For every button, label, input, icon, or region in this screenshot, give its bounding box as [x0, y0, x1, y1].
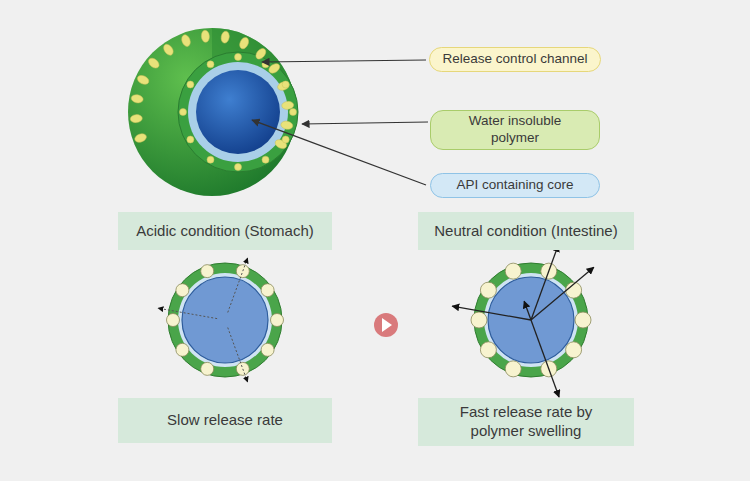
leader-line — [262, 60, 426, 62]
particle-section — [452, 245, 594, 397]
result-box: Slow release rate — [118, 398, 332, 443]
callout-pill: API containing core — [430, 173, 600, 198]
particle-sphere — [128, 28, 298, 196]
condition-box: Neutral condition (Intestine) — [418, 212, 634, 250]
node-text: Acidic condition (Stomach) — [136, 222, 314, 241]
condition-box: Acidic condition (Stomach) — [118, 212, 332, 250]
callout-pill: Water insoluble polymer — [430, 110, 600, 150]
leader-line — [252, 120, 426, 185]
particle-section — [158, 258, 283, 382]
node-text: API containing core — [456, 177, 573, 194]
result-box: Fast release rate by polymer swelling — [418, 398, 634, 446]
node-text: Neutral condition (Intestine) — [434, 222, 617, 241]
node-text: Fast release rate by polymer swelling — [433, 403, 619, 441]
node-text: Water insoluble polymer — [443, 113, 587, 147]
callout-pill: Release control channel — [429, 47, 601, 72]
transition-symbol — [374, 313, 398, 337]
node-text: Release control channel — [443, 51, 588, 68]
node-text: Slow release rate — [167, 411, 283, 430]
leader-line — [302, 122, 428, 124]
